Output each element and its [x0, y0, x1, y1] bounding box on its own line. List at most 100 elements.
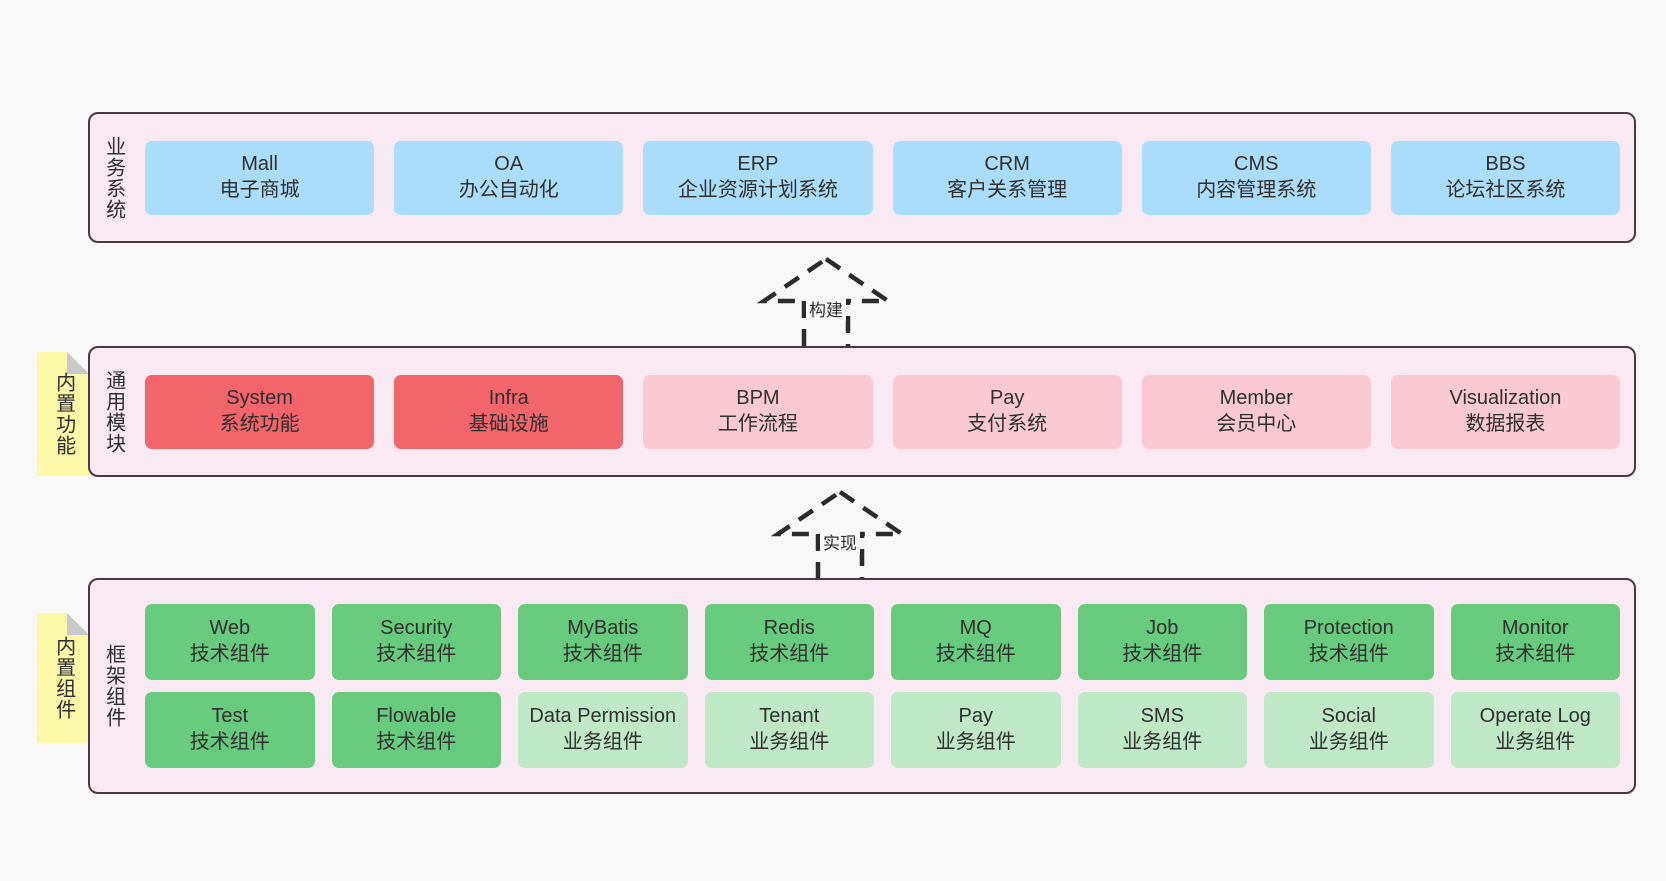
card-title: CRM: [984, 152, 1030, 175]
card-system[interactable]: System 系统功能: [145, 374, 375, 449]
card-title: Protection: [1303, 617, 1394, 640]
card-title: System: [226, 386, 293, 409]
card-subtitle: 业务组件: [1495, 731, 1576, 753]
layer-label-framework: 框架组件: [102, 644, 125, 728]
card-data-permission[interactable]: Data Permission 业务组件: [518, 692, 688, 768]
layer-label-common: 通用模块: [102, 369, 125, 454]
card-subtitle: 电子商城: [219, 178, 300, 201]
card-subtitle: 技术组件: [1495, 643, 1576, 665]
card-pay[interactable]: Pay 支付系统: [892, 374, 1122, 449]
card-mybatis[interactable]: MyBatis 技术组件: [518, 604, 688, 680]
card-subtitle: 内容管理系统: [1196, 178, 1317, 201]
card-title: OA: [494, 152, 524, 175]
card-title: Tenant: [759, 705, 820, 728]
card-subtitle: 业务组件: [749, 731, 830, 753]
card-title: Visualization: [1449, 386, 1562, 409]
card-erp[interactable]: ERP 企业资源计划系统: [643, 140, 873, 215]
connector-label-implement: 实现: [820, 529, 860, 554]
card-subtitle: 基础设施: [468, 412, 549, 435]
card-mq[interactable]: MQ 技术组件: [891, 604, 1061, 680]
card-tenant[interactable]: Tenant 业务组件: [704, 692, 874, 768]
card-subtitle: 工作流程: [717, 412, 798, 435]
card-subtitle: 技术组件: [1122, 643, 1203, 665]
card-subtitle: 企业资源计划系统: [677, 178, 838, 201]
note-label: 内置功能: [52, 372, 75, 456]
layer-business-systems: 业务系统 Mall 电子商城 OA 办公自动化 ERP 企业资源计划系统 CRM…: [88, 112, 1636, 243]
card-subtitle: 业务组件: [1308, 731, 1389, 753]
layer-body-common: System 系统功能 Infra 基础设施 BPM 工作流程 Pay 支付系统…: [136, 348, 1634, 475]
card-cms[interactable]: CMS 内容管理系统: [1141, 140, 1371, 215]
card-protection[interactable]: Protection 技术组件: [1264, 604, 1434, 680]
note-builtin-features: 内置功能: [37, 352, 89, 476]
connector-label-build: 构建: [806, 296, 846, 321]
card-title: Job: [1146, 617, 1179, 640]
layer-common-modules: 通用模块 System 系统功能 Infra 基础设施 BPM 工作流程 Pay…: [88, 346, 1636, 477]
card-title: SMS: [1140, 705, 1184, 728]
card-subtitle: 技术组件: [1308, 643, 1389, 665]
card-subtitle: 业务组件: [1122, 731, 1203, 753]
connector-build: 构建: [726, 255, 926, 355]
card-mall[interactable]: Mall 电子商城: [145, 140, 375, 215]
card-subtitle: 数据报表: [1465, 412, 1546, 435]
card-subtitle: 技术组件: [189, 643, 270, 665]
layer-label-business: 业务系统: [102, 135, 125, 220]
card-crm[interactable]: CRM 客户关系管理: [892, 140, 1122, 215]
card-pay-business[interactable]: Pay 业务组件: [891, 692, 1061, 768]
card-title: Security: [380, 617, 453, 640]
card-title: BPM: [736, 386, 780, 409]
card-subtitle: 技术组件: [189, 731, 270, 753]
card-title: Member: [1219, 386, 1293, 409]
card-subtitle: 系统功能: [219, 412, 300, 435]
card-title: Infra: [488, 386, 529, 409]
card-bbs[interactable]: BBS 论坛社区系统: [1390, 140, 1621, 215]
layer-body-business: Mall 电子商城 OA 办公自动化 ERP 企业资源计划系统 CRM 客户关系…: [136, 114, 1634, 241]
card-flowable[interactable]: Flowable 技术组件: [331, 692, 501, 768]
card-title: Monitor: [1501, 617, 1569, 640]
card-title: Data Permission: [529, 705, 677, 728]
card-test[interactable]: Test 技术组件: [145, 692, 315, 768]
card-subtitle: 技术组件: [376, 643, 457, 665]
card-member[interactable]: Member 会员中心: [1141, 374, 1371, 449]
card-title: Operate Log: [1479, 705, 1591, 728]
card-infra[interactable]: Infra 基础设施: [394, 374, 624, 449]
card-operate-log[interactable]: Operate Log 业务组件: [1450, 692, 1620, 768]
note-builtin-components: 内置组件: [37, 613, 89, 743]
card-subtitle: 客户关系管理: [947, 178, 1068, 201]
card-title: Pay: [989, 386, 1025, 409]
card-title: MyBatis: [567, 617, 639, 640]
card-subtitle: 业务组件: [562, 731, 643, 753]
card-subtitle: 业务组件: [935, 731, 1016, 753]
card-title: Test: [211, 705, 249, 728]
note-label: 内置组件: [52, 636, 75, 720]
connector-implement: 实现: [740, 488, 940, 588]
card-title: MQ: [959, 617, 992, 640]
card-title: BBS: [1485, 152, 1526, 175]
card-sms[interactable]: SMS 业务组件: [1077, 692, 1247, 768]
card-title: ERP: [737, 152, 779, 175]
card-monitor[interactable]: Monitor 技术组件: [1450, 604, 1620, 680]
card-visualization[interactable]: Visualization 数据报表: [1390, 374, 1621, 449]
card-title: Redis: [763, 617, 815, 640]
card-social[interactable]: Social 业务组件: [1264, 692, 1434, 768]
card-web[interactable]: Web 技术组件: [145, 604, 315, 680]
card-subtitle: 会员中心: [1216, 412, 1297, 435]
card-subtitle: 技术组件: [562, 643, 643, 665]
card-subtitle: 技术组件: [749, 643, 830, 665]
card-row: Test 技术组件 Flowable 技术组件 Data Permission …: [145, 692, 1620, 768]
layer-framework-components: 框架组件 Web 技术组件 Security 技术组件 MyBatis 技术组件…: [88, 578, 1636, 794]
card-subtitle: 支付系统: [967, 412, 1048, 435]
card-job[interactable]: Job 技术组件: [1077, 604, 1247, 680]
card-row: System 系统功能 Infra 基础设施 BPM 工作流程 Pay 支付系统…: [145, 374, 1621, 449]
card-security[interactable]: Security 技术组件: [331, 604, 501, 680]
layer-body-framework: Web 技术组件 Security 技术组件 MyBatis 技术组件 Redi…: [136, 580, 1634, 792]
card-title: Flowable: [376, 705, 457, 728]
arrowhead-triangle: [756, 256, 896, 304]
card-title: Web: [209, 617, 251, 640]
card-oa[interactable]: OA 办公自动化: [394, 140, 624, 215]
card-bpm[interactable]: BPM 工作流程: [643, 374, 873, 449]
card-subtitle: 论坛社区系统: [1445, 178, 1566, 201]
card-row: Mall 电子商城 OA 办公自动化 ERP 企业资源计划系统 CRM 客户关系…: [145, 140, 1621, 215]
card-row: Web 技术组件 Security 技术组件 MyBatis 技术组件 Redi…: [145, 604, 1620, 680]
card-redis[interactable]: Redis 技术组件: [704, 604, 874, 680]
